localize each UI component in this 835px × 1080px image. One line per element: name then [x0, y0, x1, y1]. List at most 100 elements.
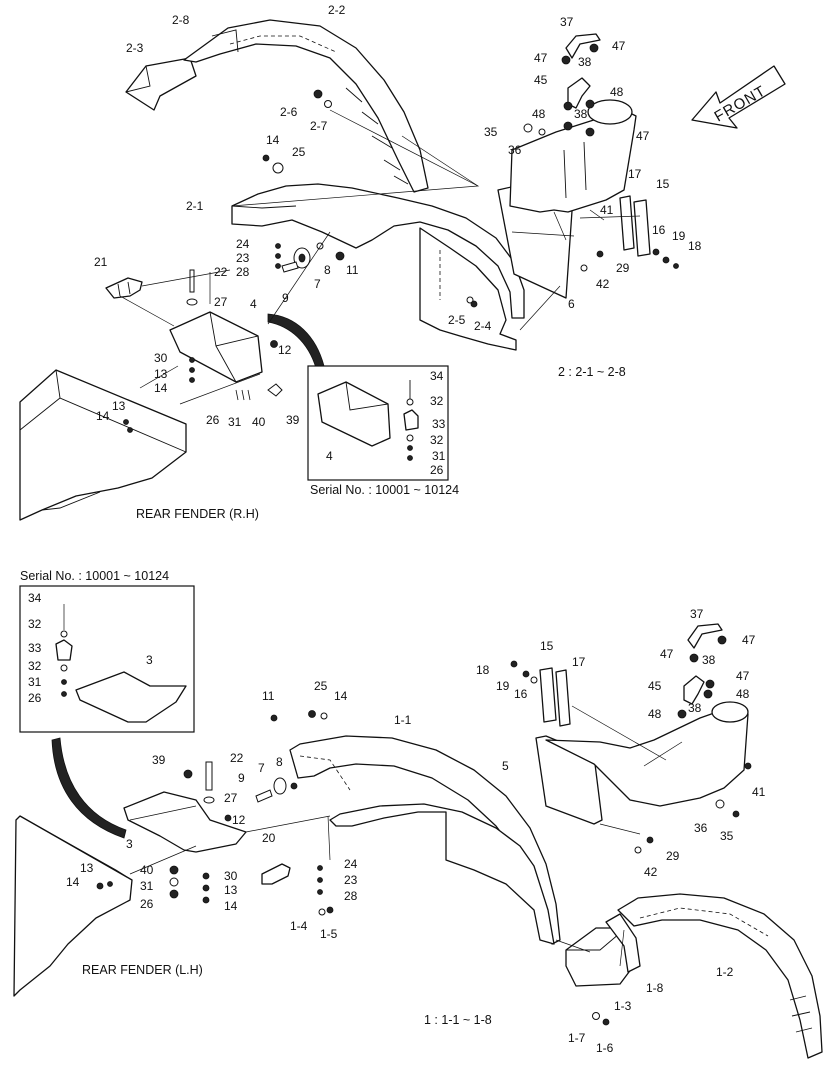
- part-callout-48: 48: [532, 107, 546, 121]
- part-callout-39: 39: [152, 753, 166, 767]
- part-5-bottom: [535, 701, 749, 825]
- part-callout-31: 31: [228, 415, 242, 429]
- front-arrow-icon: FRONT: [691, 65, 786, 129]
- part-callout-15: 15: [540, 639, 554, 653]
- part-callout-19: 19: [672, 229, 686, 243]
- part-callout-15: 15: [656, 177, 670, 191]
- part-3-bottom: [123, 791, 247, 853]
- part-callout-42: 42: [644, 865, 658, 879]
- part-callout-13: 13: [224, 883, 238, 897]
- part-callout-41: 41: [752, 785, 766, 799]
- part-callout-32: 32: [28, 659, 42, 673]
- part-callout-6: 6: [568, 297, 575, 311]
- part-callout-11: 11: [346, 263, 359, 277]
- part-callout-4: 4: [326, 449, 333, 463]
- part-callout-1-3: 1-3: [614, 999, 632, 1013]
- part-callout-12: 12: [278, 343, 292, 357]
- part-callout-23: 23: [236, 251, 250, 265]
- serial-top-label: Serial No. : 10001 ~ 10124: [310, 483, 459, 497]
- serial-bottom-label: Serial No. : 10001 ~ 10124: [20, 569, 169, 583]
- part-callout-36: 36: [694, 821, 708, 835]
- part-callout-1-8: 1-8: [646, 981, 664, 995]
- part-callout-31: 31: [432, 449, 446, 463]
- part-callout-3: 3: [146, 653, 153, 667]
- part-callout-27: 27: [224, 791, 238, 805]
- part-callout-34: 34: [430, 369, 444, 383]
- top-group-note: 2 : 2-1 ~ 2-8: [558, 365, 626, 379]
- part-callout-13: 13: [154, 367, 168, 381]
- part-4: [169, 311, 263, 383]
- part-callout-1-7: 1-7: [568, 1031, 586, 1045]
- part-callout-28: 28: [236, 265, 250, 279]
- part-callout-2-3: 2-3: [126, 41, 144, 55]
- part-callout-18: 18: [688, 239, 702, 253]
- part-callout-37: 37: [690, 607, 704, 621]
- part-callout-40: 40: [252, 415, 266, 429]
- part-callout-48: 48: [610, 85, 624, 99]
- part-15-17: [619, 195, 651, 257]
- part-callout-1-2: 1-2: [716, 965, 734, 979]
- part-callout-27: 27: [214, 295, 228, 309]
- rear-fender-rh-label: REAR FENDER (R.H): [136, 507, 259, 521]
- part-callout-3: 3: [126, 837, 133, 851]
- part-callout-32: 32: [430, 433, 444, 447]
- part-callout-16: 16: [514, 687, 528, 701]
- part-callout-16: 16: [652, 223, 666, 237]
- part-1-3: [565, 927, 633, 987]
- part-callout-24: 24: [236, 237, 250, 251]
- part-callout-8: 8: [276, 755, 283, 769]
- part-callout-38: 38: [688, 701, 702, 715]
- part-callout-20: 20: [262, 831, 276, 845]
- arrow-to-inset-bottom: [51, 737, 127, 839]
- part-callout-33: 33: [28, 641, 42, 655]
- part-callout-14: 14: [224, 899, 238, 913]
- part-callout-25: 25: [314, 679, 328, 693]
- hardware: [60, 43, 752, 1026]
- part-callout-39: 39: [286, 413, 300, 427]
- inset-serial-top: [307, 365, 449, 481]
- part-callout-37: 37: [560, 15, 574, 29]
- part-1-1: [289, 735, 561, 945]
- rear-body-lh: [13, 815, 133, 997]
- part-callout-31: 31: [140, 879, 154, 893]
- part-callout-38: 38: [578, 55, 592, 69]
- part-callout-7: 7: [314, 277, 321, 291]
- part-callout-2-4: 2-4: [474, 319, 492, 333]
- part-callout-33: 33: [432, 417, 446, 431]
- part-20: [261, 863, 291, 885]
- part-callout-1-1: 1-1: [394, 713, 412, 727]
- part-callout-29: 29: [666, 849, 680, 863]
- part-callout-45: 45: [648, 679, 662, 693]
- part-callout-30: 30: [224, 869, 238, 883]
- part-callout-19: 19: [496, 679, 510, 693]
- leader-lines: [119, 109, 683, 967]
- part-callout-2-1: 2-1: [186, 199, 204, 213]
- inset-serial-bottom: [19, 585, 195, 733]
- part-callout-26: 26: [140, 897, 154, 911]
- part-callout-47: 47: [742, 633, 756, 647]
- part-callout-47: 47: [612, 39, 626, 53]
- part-callout-17: 17: [628, 167, 642, 181]
- part-callout-4: 4: [250, 297, 257, 311]
- part-callout-9: 9: [238, 771, 245, 785]
- part-callout-35: 35: [484, 125, 498, 139]
- part-2-1: [231, 183, 525, 351]
- part-callout-31: 31: [28, 675, 42, 689]
- part-callout-2-5: 2-5: [448, 313, 466, 327]
- part-callout-1-6: 1-6: [596, 1041, 614, 1055]
- part-callout-47: 47: [636, 129, 650, 143]
- part-callout-21: 21: [94, 255, 108, 269]
- part-callout-48: 48: [736, 687, 750, 701]
- part-callout-9: 9: [282, 291, 289, 305]
- part-2-2: [183, 19, 429, 193]
- rear-body-rh: [19, 369, 187, 521]
- part-callout-2-7: 2-7: [310, 119, 328, 133]
- rear-fender-lh-label: REAR FENDER (L.H): [82, 963, 203, 977]
- part-callout-32: 32: [430, 394, 444, 408]
- part-37-handle: [565, 33, 601, 59]
- part-1-8: [605, 913, 641, 973]
- part-callout-26: 26: [206, 413, 220, 427]
